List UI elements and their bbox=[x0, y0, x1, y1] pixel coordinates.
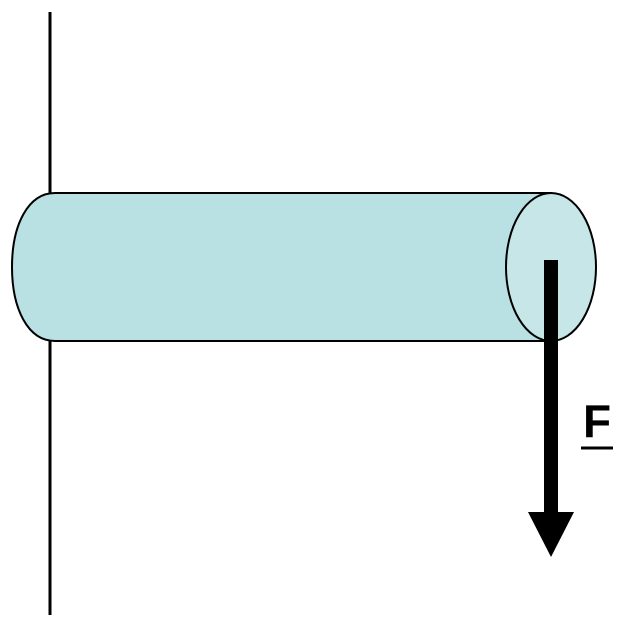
force-label: F bbox=[583, 395, 611, 447]
force-arrow-shaft bbox=[544, 260, 558, 515]
force-arrow-head bbox=[528, 512, 574, 557]
cylinder-body bbox=[10, 192, 552, 342]
